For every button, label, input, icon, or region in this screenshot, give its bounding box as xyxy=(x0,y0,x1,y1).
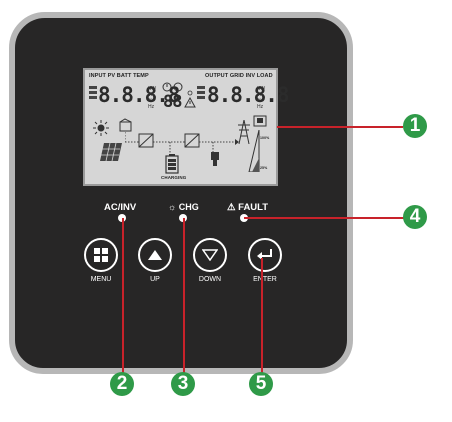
warning-icon xyxy=(184,90,196,108)
chg-label: ☼ CHG xyxy=(168,202,199,212)
power-flow-diagram xyxy=(125,132,239,154)
load-100-label: 100% xyxy=(260,136,270,140)
input-icon xyxy=(119,118,132,132)
lcd-left-mini-icons xyxy=(89,86,97,99)
callout-1: 1 xyxy=(403,114,427,138)
callout-line-4 xyxy=(244,217,404,219)
up-button-label: UP xyxy=(150,276,160,283)
lcd-right-digits: 8.8.8.8 xyxy=(207,83,290,107)
menu-button[interactable] xyxy=(84,238,118,272)
lcd-left-units: KW VA % Hz xyxy=(148,86,157,110)
callout-line-5 xyxy=(261,258,263,373)
lcd-output-labels: OUTPUT GRID INV LOAD xyxy=(205,73,273,79)
enter-return-icon xyxy=(257,249,272,260)
callout-3: 3 xyxy=(171,372,195,396)
charging-label: CHARGING xyxy=(161,175,187,180)
control-panel xyxy=(9,12,353,374)
clock-icon xyxy=(162,82,183,92)
lcd-display: INPUT PV BATT TEMP OUTPUT GRID INV LOAD … xyxy=(83,68,290,186)
callout-2: 2 xyxy=(110,372,134,396)
enter-button[interactable] xyxy=(248,238,282,272)
ac-inv-label: AC/INV xyxy=(104,202,137,213)
callout-line-3 xyxy=(183,218,185,373)
enter-button-label: ENTER xyxy=(253,276,277,283)
battery-icon xyxy=(165,154,179,174)
load-plug-icon xyxy=(211,152,219,166)
lcd-right-units: KW VA % Hz xyxy=(257,86,266,110)
up-arrow-icon xyxy=(148,250,162,260)
callout-line-2 xyxy=(122,218,124,373)
down-button-label: DOWN xyxy=(198,276,222,283)
output-socket-icon xyxy=(253,115,267,127)
callout-4: 4 xyxy=(403,205,427,229)
load-level-bar xyxy=(248,130,260,172)
lcd-input-labels: INPUT PV BATT TEMP xyxy=(89,73,149,79)
up-button[interactable] xyxy=(138,238,172,272)
windows-menu-icon xyxy=(94,248,108,262)
menu-button-label: MENU xyxy=(90,276,112,283)
down-arrow-icon xyxy=(202,249,218,261)
sun-icon xyxy=(93,120,109,136)
load-25-label: 25% xyxy=(260,166,268,170)
chg-sun-icon: ☼ xyxy=(168,202,177,212)
down-button[interactable] xyxy=(193,238,227,272)
fault-label: ⚠ FAULT xyxy=(227,202,269,213)
fault-warning-icon: ⚠ xyxy=(227,202,236,213)
lcd-center-digits: 88 xyxy=(163,92,183,112)
callout-line-1 xyxy=(277,126,403,128)
grid-tower-icon xyxy=(238,120,250,144)
solar-panel-icon xyxy=(100,142,122,162)
lcd-right-mini-icons xyxy=(197,86,205,99)
callout-5: 5 xyxy=(249,372,273,396)
